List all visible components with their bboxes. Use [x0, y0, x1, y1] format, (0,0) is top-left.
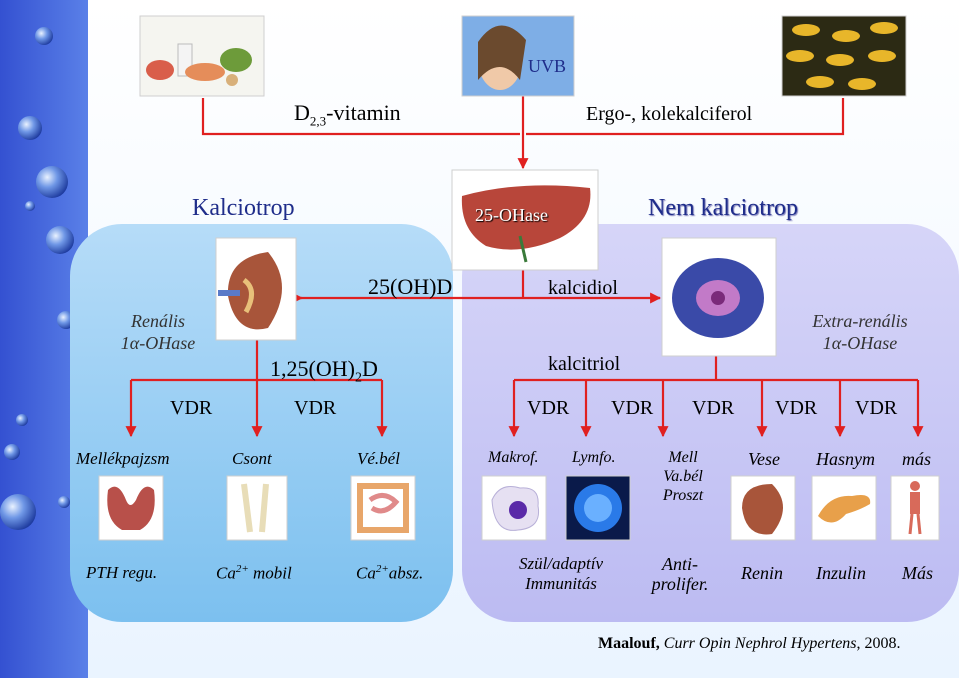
uvb-woman-image [461, 15, 575, 97]
dihydroxy-d-label: 1,25(OH)2D [270, 356, 378, 386]
vdr-label-right-1: VDR [527, 397, 570, 419]
extra-renal-ohase-label: Extra-renális 1α-OHase [812, 311, 908, 353]
target-mas: más [902, 449, 932, 469]
body-image [890, 475, 940, 541]
uvb-label: UVB [528, 56, 567, 76]
renal-ohase-label: Renális 1α-OHase [120, 311, 196, 353]
nem-kalciotrop-title: Nem kalciotrop [648, 195, 798, 221]
thyroid-image [98, 475, 164, 541]
effect-ca-absz: Ca2+absz. [356, 563, 424, 583]
oh-d-label: 25(OH)D [368, 274, 453, 299]
kidney-image [215, 237, 297, 341]
intestine-image [350, 475, 416, 541]
ohase-label: 25-OHase [475, 205, 548, 225]
liver-image [451, 169, 599, 271]
target-vese: Vese [748, 449, 780, 469]
vdr-label-right-4: VDR [775, 397, 818, 419]
effect-antiprolifer: Anti- prolifer. [651, 554, 709, 594]
vitamin-d-label: D2,3-vitamin [294, 100, 401, 129]
target-lymfo: Lymfo. [572, 449, 616, 466]
capsules-image [781, 15, 907, 97]
bone-image [226, 475, 288, 541]
kidney-small-image [730, 475, 796, 541]
target-makrof: Makrof. [488, 449, 539, 466]
target-vebel: Vé.bél [357, 449, 400, 468]
effect-pth: PTH regu. [86, 563, 158, 582]
target-mellekpajzsm: Mellékpajzsm [76, 449, 170, 468]
target-hasnym: Hasnym [816, 449, 875, 469]
effect-renin: Renin [741, 563, 783, 583]
vdr-label-left-1: VDR [170, 397, 213, 419]
effect-immunitas: Szül/adaptív Immunitás [518, 554, 604, 593]
target-csont: Csont [232, 449, 272, 468]
ergo-label: Ergo-, kolekalciferol [586, 103, 753, 125]
vdr-label-right-3: VDR [692, 397, 735, 419]
target-mell-vabel-proszt: Mell Va.bél Proszt [662, 449, 704, 504]
food-image [139, 15, 265, 97]
citation: Maalouf, Curr Opin Nephrol Hypertens, 20… [598, 635, 901, 652]
effect-mas: Más [902, 563, 933, 583]
kalcidiol-label: kalcidiol [548, 277, 618, 299]
kalcitriol-label: kalcitriol [548, 353, 621, 375]
kalciotrop-title: Kalciotrop [192, 195, 295, 221]
vdr-label-right-5: VDR [855, 397, 898, 419]
pancreas-image [811, 475, 877, 541]
effect-inzulin: Inzulin [816, 563, 867, 583]
lymphocyte-image [565, 475, 631, 541]
vdr-label-right-2: VDR [611, 397, 654, 419]
water-drops [0, 27, 75, 530]
vdr-label-left-2: VDR [294, 397, 337, 419]
cell-image [661, 237, 777, 357]
effect-ca-mobil: Ca2+ mobil [216, 563, 292, 583]
macrophage-image [481, 475, 547, 541]
